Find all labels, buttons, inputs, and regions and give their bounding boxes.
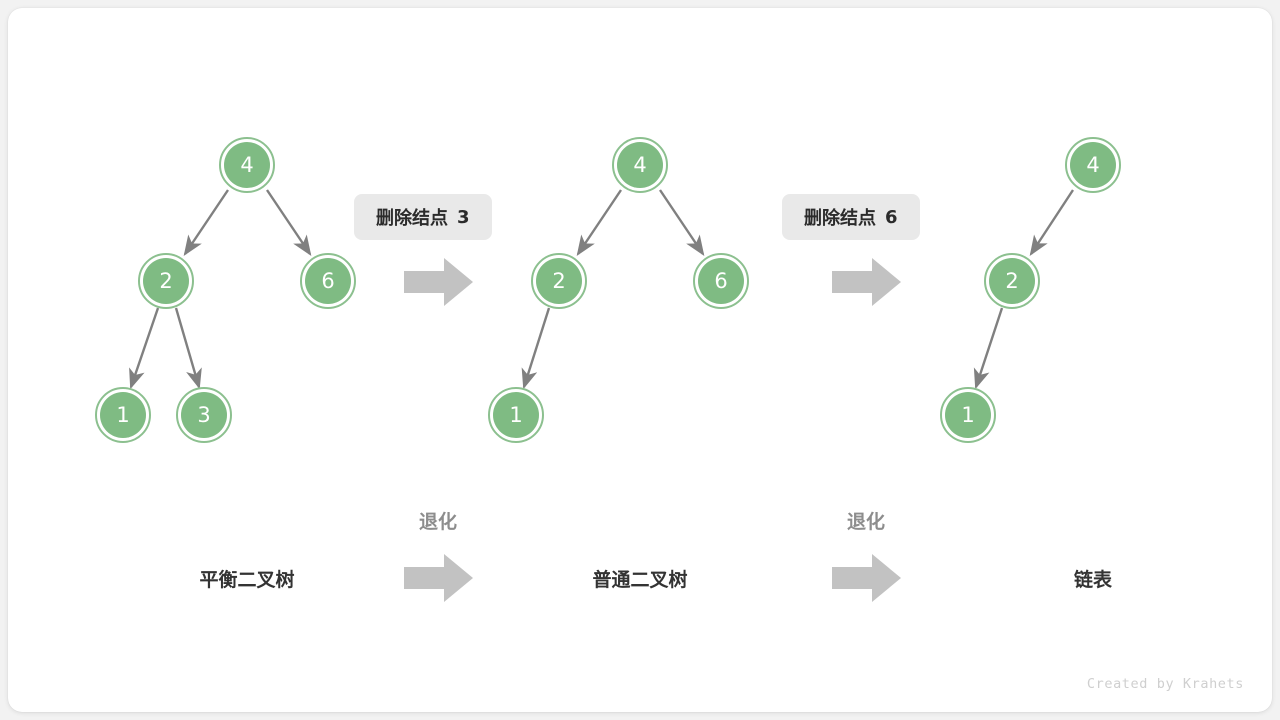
operation-value: 6 xyxy=(885,206,898,228)
tree-node-1[interactable]: 1 xyxy=(95,387,151,443)
transition-label-degenerate-2: 退化 xyxy=(846,512,886,533)
operation-value: 3 xyxy=(457,206,470,228)
node-value: 2 xyxy=(159,268,173,293)
tree-node-1[interactable]: 1 xyxy=(940,387,996,443)
node-value: 1 xyxy=(961,402,975,427)
edge-t2-2-1 xyxy=(521,307,551,390)
edge-t3-4-2 xyxy=(1029,189,1075,257)
block-arrow-step1-icon xyxy=(404,256,474,308)
operation-label: 删除结点 xyxy=(804,208,876,228)
caption-balanced-tree: 平衡二叉树 xyxy=(199,570,295,591)
node-disc: 6 xyxy=(698,258,744,304)
node-disc: 1 xyxy=(945,392,991,438)
node-disc: 4 xyxy=(224,142,270,188)
block-arrow-degenerate2-icon xyxy=(832,552,902,604)
edge-t1-4-2 xyxy=(183,189,229,256)
node-value: 6 xyxy=(321,268,335,293)
node-value: 2 xyxy=(552,268,566,293)
operation-delete-node-6[interactable]: 删除结点 6 xyxy=(782,194,920,240)
tree-node-2[interactable]: 2 xyxy=(138,253,194,309)
node-disc: 3 xyxy=(181,392,227,438)
tree-node-1[interactable]: 1 xyxy=(488,387,544,443)
figure-card xyxy=(8,8,1272,712)
node-disc: 4 xyxy=(1070,142,1116,188)
watermark-credit: Created by Krahets xyxy=(1086,676,1244,692)
edge-t3-2-1 xyxy=(973,307,1004,390)
caption-linked-list: 链表 xyxy=(1073,570,1113,591)
node-disc: 2 xyxy=(143,258,189,304)
node-disc: 4 xyxy=(617,142,663,188)
node-value: 4 xyxy=(240,152,254,177)
node-disc: 2 xyxy=(536,258,582,304)
node-disc: 6 xyxy=(305,258,351,304)
node-value: 1 xyxy=(509,402,523,427)
tree-node-4[interactable]: 4 xyxy=(612,137,668,193)
edge-t1-2-3 xyxy=(174,307,202,390)
block-arrow-degenerate1-icon xyxy=(404,552,474,604)
tree-node-2[interactable]: 2 xyxy=(531,253,587,309)
node-value: 4 xyxy=(633,152,647,177)
block-arrow-step2-icon xyxy=(832,256,902,308)
operation-delete-node-3[interactable]: 删除结点 3 xyxy=(354,194,492,240)
caption-ordinary-tree: 普通二叉树 xyxy=(592,570,688,591)
tree-node-4[interactable]: 4 xyxy=(219,137,275,193)
tree-node-6[interactable]: 6 xyxy=(693,253,749,309)
transition-label-degenerate-1: 退化 xyxy=(418,512,458,533)
tree-node-3[interactable]: 3 xyxy=(176,387,232,443)
edge-t2-4-6 xyxy=(659,189,705,256)
node-disc: 2 xyxy=(989,258,1035,304)
edge-t2-4-2 xyxy=(576,189,622,256)
node-disc: 1 xyxy=(493,392,539,438)
tree-node-2[interactable]: 2 xyxy=(984,253,1040,309)
node-value: 6 xyxy=(714,268,728,293)
operation-label: 删除结点 xyxy=(376,208,448,228)
tree-node-4[interactable]: 4 xyxy=(1065,137,1121,193)
node-value: 2 xyxy=(1005,268,1019,293)
edge-t1-4-6 xyxy=(266,189,312,256)
tree-node-6[interactable]: 6 xyxy=(300,253,356,309)
node-value: 4 xyxy=(1086,152,1100,177)
node-value: 3 xyxy=(197,402,211,427)
node-value: 1 xyxy=(116,402,130,427)
node-disc: 1 xyxy=(100,392,146,438)
edge-t1-2-1 xyxy=(129,307,160,390)
